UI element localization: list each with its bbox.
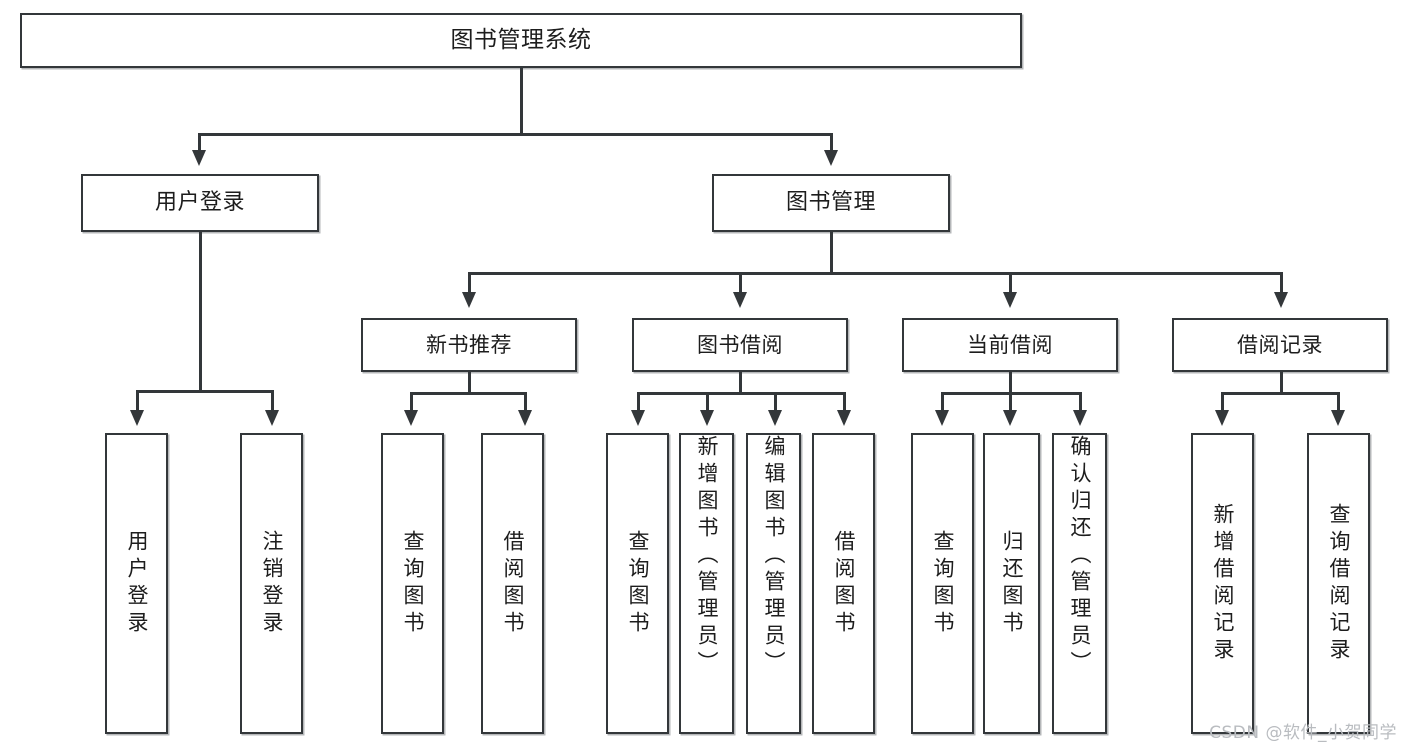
connector-book-management-bus xyxy=(468,272,1282,275)
leaf-label: 新增图书（管理员） xyxy=(695,435,719,678)
connector-bb-drop-2 xyxy=(706,392,709,412)
connector-bb-bus xyxy=(637,392,845,395)
node-label: 借阅记录 xyxy=(1237,332,1323,357)
leaf-label: 归还图书 xyxy=(1000,529,1024,638)
arrow-bb-to-edit-book xyxy=(768,410,782,426)
leaf-cb-return-book[interactable]: 归还图书 xyxy=(983,433,1040,734)
leaf-label: 查询图书 xyxy=(401,529,425,638)
node-label: 图书管理系统 xyxy=(450,27,592,54)
connector-bm-drop-3 xyxy=(1009,272,1012,294)
arrow-bm-to-new-book-recommend xyxy=(462,292,476,308)
connector-user-login-drop-1 xyxy=(136,390,139,412)
arrow-root-to-user-login xyxy=(192,150,206,166)
connector-br-drop-2 xyxy=(1337,392,1340,412)
arrow-bm-to-current-borrow xyxy=(1003,292,1017,308)
connector-cb-stem xyxy=(1009,372,1012,394)
arrow-root-to-book-management xyxy=(824,150,838,166)
arrow-cb-to-confirm-return xyxy=(1073,410,1087,426)
arrow-nbr-to-borrow-book xyxy=(518,410,532,426)
leaf-label: 编辑图书（管理员） xyxy=(762,435,786,678)
leaf-label: 注销登录 xyxy=(260,529,284,638)
node-user-login[interactable]: 用户登录 xyxy=(81,174,319,232)
connector-bb-drop-1 xyxy=(637,392,640,412)
leaf-user-login[interactable]: 用户登录 xyxy=(105,433,168,734)
connector-bb-stem xyxy=(739,372,742,394)
leaf-cb-confirm-return[interactable]: 确认归还（管理员） xyxy=(1052,433,1107,734)
arrow-user-login-to-login xyxy=(130,410,144,426)
arrow-br-to-query-record xyxy=(1331,410,1345,426)
node-label: 图书管理 xyxy=(785,190,876,216)
leaf-user-logout[interactable]: 注销登录 xyxy=(240,433,303,734)
node-label: 用户登录 xyxy=(154,190,245,216)
node-new-book-recommend[interactable]: 新书推荐 xyxy=(361,318,577,372)
leaf-label: 确认归还（管理员） xyxy=(1068,435,1092,678)
connector-nbr-stem xyxy=(468,372,471,394)
leaf-label: 借阅图书 xyxy=(501,529,525,638)
connector-nbr-bus xyxy=(410,392,526,395)
arrow-cb-to-query-book xyxy=(935,410,949,426)
connector-bb-drop-4 xyxy=(843,392,846,412)
leaf-nbr-query-book[interactable]: 查询图书 xyxy=(381,433,444,734)
arrow-bb-to-query-book xyxy=(631,410,645,426)
node-label: 新书推荐 xyxy=(426,332,512,357)
node-root-book-management-system[interactable]: 图书管理系统 xyxy=(20,13,1022,68)
node-label: 图书借阅 xyxy=(697,332,783,357)
connector-nbr-drop-2 xyxy=(524,392,527,412)
leaf-br-query-record[interactable]: 查询借阅记录 xyxy=(1307,433,1370,734)
arrow-user-login-to-logout xyxy=(265,410,279,426)
leaf-label: 查询借阅记录 xyxy=(1327,502,1351,665)
arrow-br-to-add-record xyxy=(1215,410,1229,426)
connector-root-to-book-management xyxy=(830,133,833,153)
connector-user-login-bus xyxy=(136,390,273,393)
arrow-bb-to-add-book xyxy=(700,410,714,426)
leaf-cb-query-book[interactable]: 查询图书 xyxy=(911,433,974,734)
connector-nbr-drop-1 xyxy=(410,392,413,412)
csdn-watermark: CSDN @软件_小贺同学 xyxy=(1209,723,1397,743)
connector-bm-drop-1 xyxy=(468,272,471,294)
connector-root-to-user-login xyxy=(198,133,201,153)
connector-bb-drop-3 xyxy=(774,392,777,412)
arrow-bb-to-borrow-book xyxy=(837,410,851,426)
connector-bm-drop-2 xyxy=(739,272,742,294)
leaf-bb-edit-book[interactable]: 编辑图书（管理员） xyxy=(746,433,801,734)
connector-book-management-stem xyxy=(830,232,833,274)
connector-cb-drop-2 xyxy=(1009,392,1012,412)
leaf-label: 查询图书 xyxy=(626,529,650,638)
leaf-bb-borrow-book[interactable]: 借阅图书 xyxy=(812,433,875,734)
connector-cb-drop-1 xyxy=(941,392,944,412)
connector-bm-drop-4 xyxy=(1280,272,1283,294)
arrow-nbr-to-query-book xyxy=(404,410,418,426)
leaf-label: 新增借阅记录 xyxy=(1211,502,1235,665)
connector-br-bus xyxy=(1221,392,1339,395)
leaf-nbr-borrow-book[interactable]: 借阅图书 xyxy=(481,433,544,734)
leaf-label: 查询图书 xyxy=(931,529,955,638)
leaf-bb-query-book[interactable]: 查询图书 xyxy=(606,433,669,734)
node-label: 当前借阅 xyxy=(967,332,1053,357)
leaf-bb-add-book[interactable]: 新增图书（管理员） xyxy=(679,433,734,734)
arrow-cb-to-return-book xyxy=(1003,410,1017,426)
connector-br-stem xyxy=(1280,372,1283,394)
leaf-label: 借阅图书 xyxy=(832,529,856,638)
node-current-borrow[interactable]: 当前借阅 xyxy=(902,318,1118,372)
connector-user-login-drop-2 xyxy=(271,390,274,412)
leaf-label: 用户登录 xyxy=(125,529,149,638)
leaf-br-add-record[interactable]: 新增借阅记录 xyxy=(1191,433,1254,734)
node-book-management[interactable]: 图书管理 xyxy=(712,174,950,232)
connector-root-bus xyxy=(198,133,832,136)
connector-root-stem xyxy=(520,68,523,134)
connector-cb-drop-3 xyxy=(1079,392,1082,412)
connector-user-login-stem xyxy=(199,232,202,392)
node-borrow-record[interactable]: 借阅记录 xyxy=(1172,318,1388,372)
node-book-borrow[interactable]: 图书借阅 xyxy=(632,318,848,372)
arrow-bm-to-borrow-record xyxy=(1274,292,1288,308)
arrow-bm-to-book-borrow xyxy=(733,292,747,308)
connector-br-drop-1 xyxy=(1221,392,1224,412)
